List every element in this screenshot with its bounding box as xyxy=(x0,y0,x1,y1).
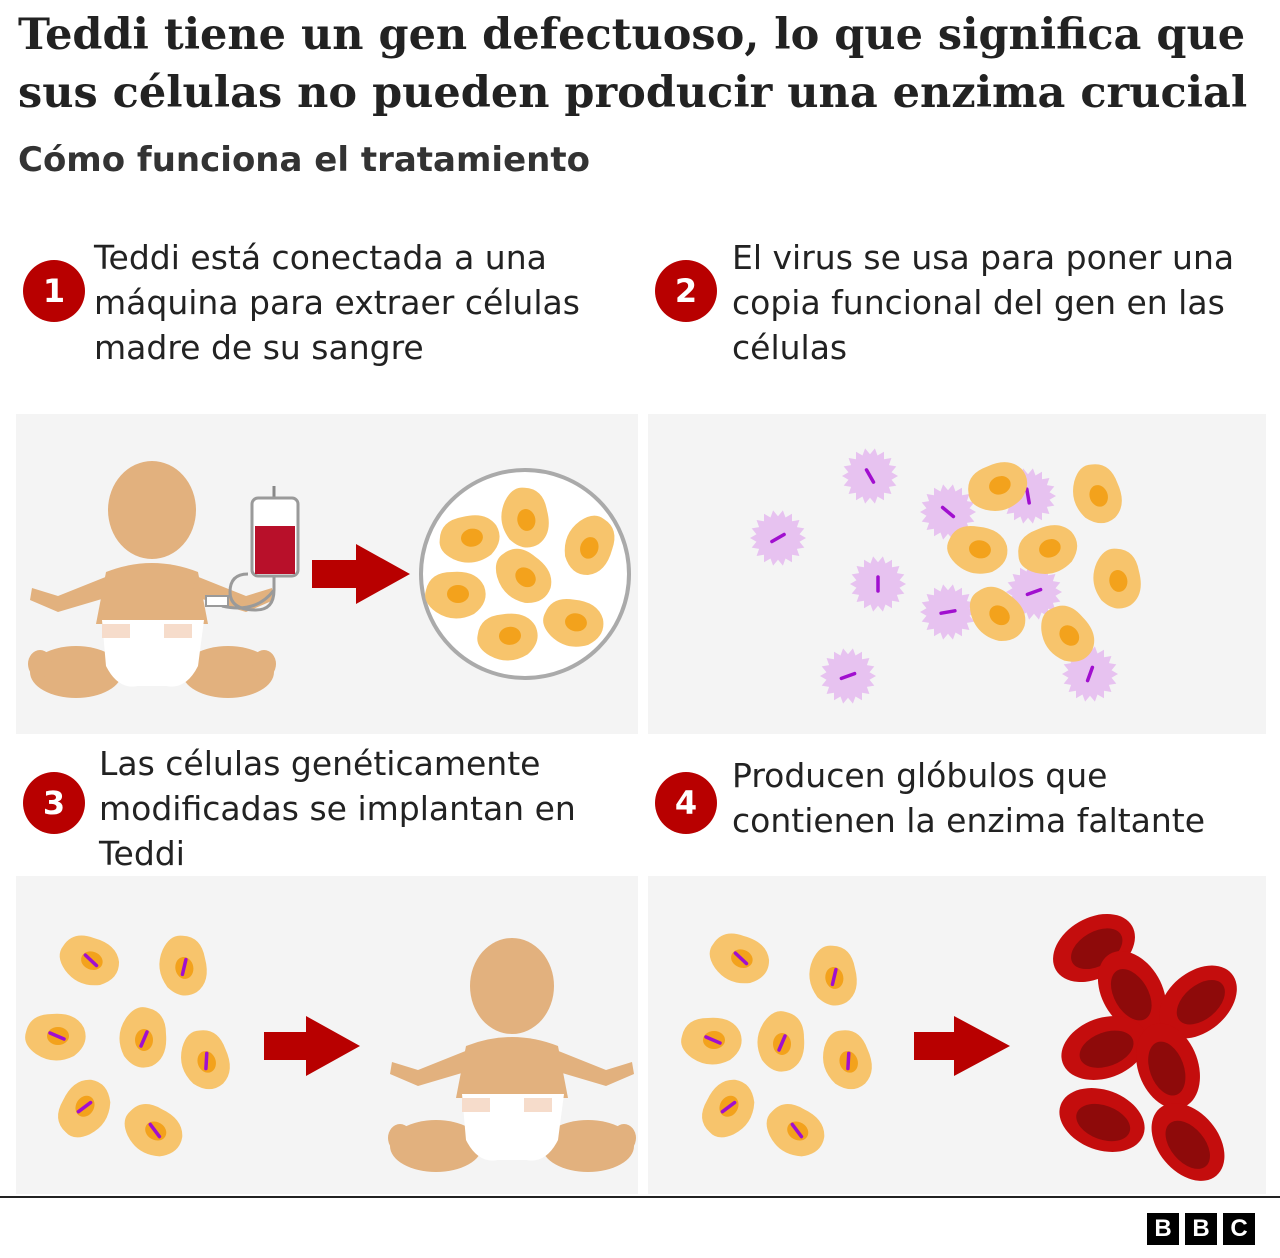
stem-cell-icon xyxy=(564,515,615,576)
page-subtitle: Cómo funciona el tratamiento xyxy=(18,140,590,180)
stem-cell-icon xyxy=(809,945,857,1006)
red-blood-cell-icon xyxy=(1097,951,1167,1033)
stem-cell-icon xyxy=(119,1007,167,1068)
virus-icon xyxy=(820,648,876,704)
stem-cell-icon xyxy=(477,613,538,661)
stem-cell-icon xyxy=(501,487,549,548)
stem-cell-icon xyxy=(425,571,486,619)
bbc-logo: B B C xyxy=(1147,1213,1255,1245)
stem-cell-icon xyxy=(969,586,1026,641)
iv-bag-icon xyxy=(205,486,300,612)
panel-step-2 xyxy=(648,414,1266,734)
stem-cell-icon xyxy=(1073,464,1122,524)
step-2-text: El virus se usa para poner una copia fun… xyxy=(732,238,1235,367)
stem-cell-icon xyxy=(702,1079,755,1138)
red-blood-cell-icon xyxy=(1159,965,1237,1039)
logo-letter-b1: B xyxy=(1147,1213,1179,1245)
red-blood-cell-icon xyxy=(1059,1088,1145,1152)
stem-cell-icon xyxy=(439,515,500,563)
stem-cell-icon xyxy=(25,1013,86,1061)
stem-cell-icon xyxy=(1093,548,1141,609)
stem-cell-icon xyxy=(757,1011,805,1072)
red-blood-cell-icon xyxy=(1136,1023,1200,1109)
step-1-text: Teddi está conectada a una máquina para … xyxy=(94,238,580,367)
virus-icon xyxy=(920,484,976,540)
baby-icon xyxy=(388,938,636,1172)
stem-cell-icon xyxy=(58,1079,111,1138)
stem-cell-icon xyxy=(823,1030,872,1090)
stem-cell-icon xyxy=(543,599,604,647)
step-3-text: Las células genéticamente modificadas se… xyxy=(99,744,576,873)
page-title: Teddi tiene un gen defectuoso, lo que si… xyxy=(18,10,1248,118)
stem-cell-icon xyxy=(1018,525,1078,574)
virus-icon xyxy=(850,556,906,612)
stem-cell-icon xyxy=(59,935,120,986)
footer-rule xyxy=(0,1196,1280,1198)
step-4-text: Producen glóbulos que contienen la enzim… xyxy=(732,756,1206,840)
stem-cell-icon xyxy=(947,526,1008,574)
virus-icon xyxy=(842,448,898,504)
stem-cell-icon xyxy=(159,935,207,996)
step-1-badge: 1 xyxy=(23,260,85,322)
red-blood-cell-icon xyxy=(1061,1016,1147,1080)
arrow-right-icon xyxy=(264,1016,360,1076)
virus-icon xyxy=(920,584,976,640)
step-4-badge: 4 xyxy=(655,772,717,834)
step-3-badge: 3 xyxy=(23,772,85,834)
virus-icon xyxy=(750,510,806,566)
panel-step-3 xyxy=(16,876,638,1194)
stem-cell-icon xyxy=(495,548,552,603)
red-blood-cell-icon xyxy=(1151,1103,1225,1181)
logo-letter-c: C xyxy=(1223,1213,1255,1245)
stem-cell-icon xyxy=(1041,605,1095,662)
step-2-badge: 2 xyxy=(655,260,717,322)
stem-cell-icon xyxy=(681,1017,742,1065)
arrow-right-icon xyxy=(914,1016,1010,1076)
stem-cell-icon xyxy=(181,1030,230,1090)
stem-cell-icon xyxy=(968,462,1028,511)
petri-dish-icon xyxy=(419,468,631,680)
panel-step-1 xyxy=(16,414,638,734)
stem-cell-icon xyxy=(709,933,770,984)
logo-letter-b2: B xyxy=(1185,1213,1217,1245)
stem-cell-icon xyxy=(124,1104,183,1157)
stem-cell-icon xyxy=(766,1104,825,1157)
arrow-right-icon xyxy=(312,544,410,604)
panel-step-4 xyxy=(648,876,1266,1194)
baby-icon xyxy=(28,461,276,698)
